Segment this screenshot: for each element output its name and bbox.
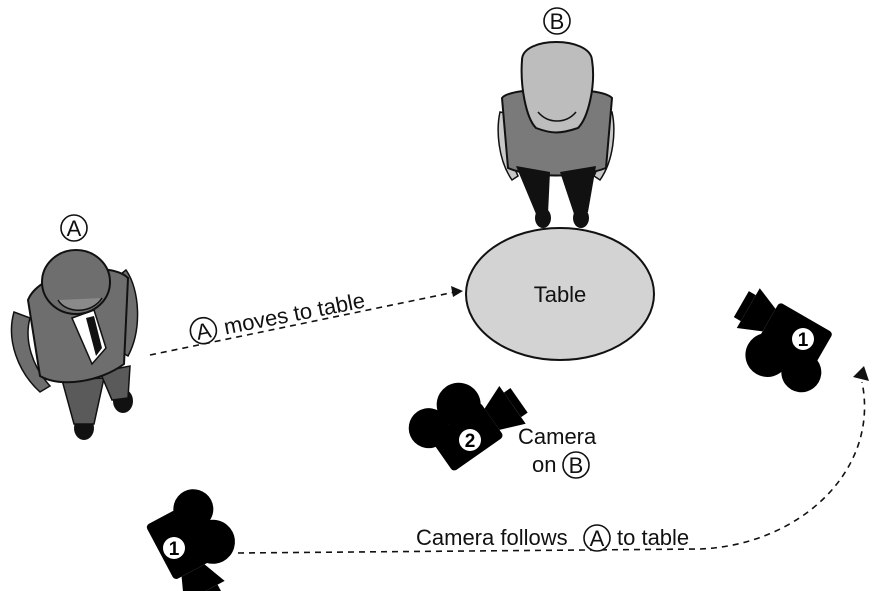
label-a-moves-marker-letter: A [194, 317, 213, 344]
table: Table [465, 227, 655, 361]
camera-1-right-number: 1 [798, 330, 809, 351]
label-camera-follows: Camera follows A to table [416, 524, 689, 552]
label-camera-follows-text-1: Camera follows [416, 525, 568, 550]
path-camera-follow [237, 366, 869, 554]
camera-2: 2 [408, 382, 528, 471]
camera-2-caption-line1: Camera [518, 424, 597, 449]
camera-1-left: 1 [146, 489, 235, 591]
person-a: A [10, 214, 139, 440]
camera-2-caption-line2: on [532, 452, 556, 477]
camera-2-caption: Camera on B [518, 424, 597, 479]
marker-a [60, 214, 88, 242]
marker-a-letter: A [67, 216, 82, 241]
path-a-to-table [149, 286, 463, 356]
label-a-moves: A moves to table [189, 288, 367, 345]
camera-1-right: 1 [733, 288, 832, 393]
label-camera-follows-marker [583, 524, 611, 552]
label-camera-follows-marker-letter: A [590, 526, 605, 551]
label-a-moves-marker [189, 316, 218, 345]
camera-2-number: 2 [465, 431, 476, 452]
person-b: B [497, 7, 615, 228]
marker-b-letter: B [550, 9, 565, 34]
camera-2-caption-marker-letter: B [569, 453, 584, 478]
camera-1-left-number: 1 [169, 539, 180, 560]
table-label: Table [534, 282, 587, 307]
camera-2-caption-marker [562, 451, 590, 479]
label-camera-follows-text-2: to table [617, 525, 689, 550]
marker-b [543, 7, 571, 35]
label-a-moves-text: moves to table [222, 288, 367, 340]
